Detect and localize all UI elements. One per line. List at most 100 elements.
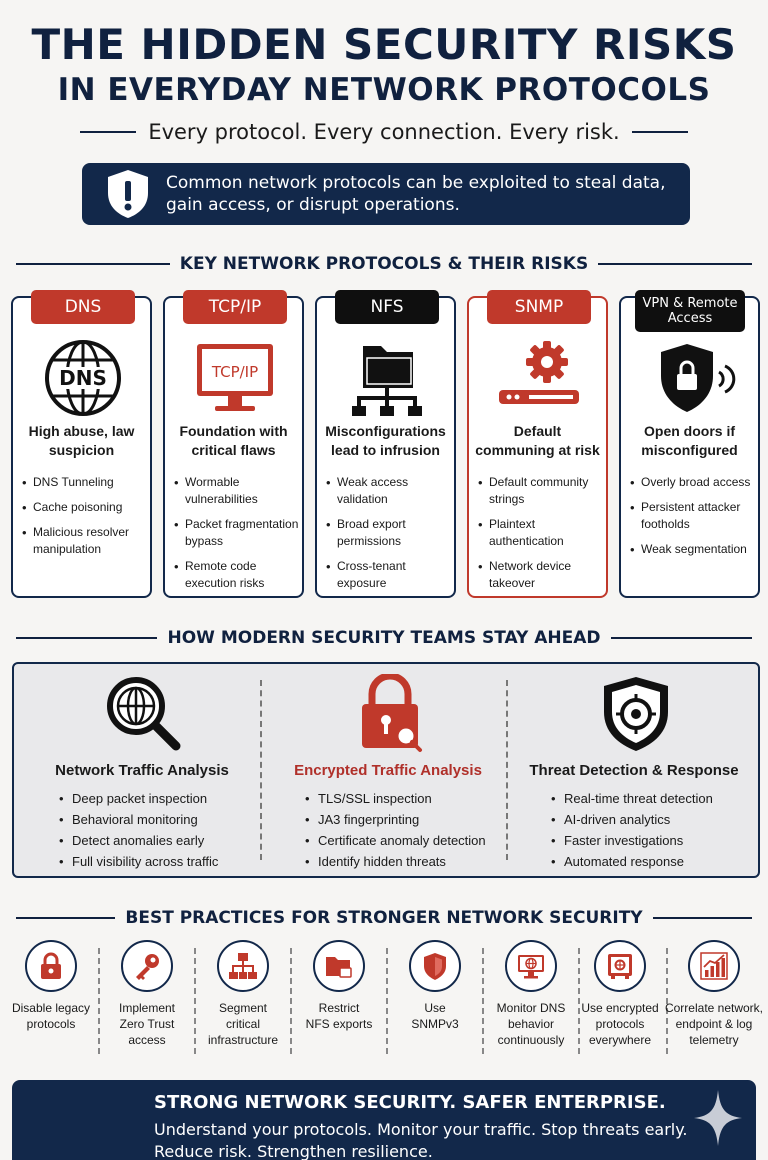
monitor-icon: TCP/IP xyxy=(197,344,273,411)
globe-label: DNS xyxy=(59,366,107,390)
practice-item: Use encrypted protocols everywhere xyxy=(572,940,668,1060)
list-item: Behavioral monitoring xyxy=(58,809,218,830)
key-icon xyxy=(121,940,173,992)
list-item: Cache poisoning xyxy=(21,499,149,516)
divider xyxy=(98,948,100,1054)
list-item: Cross-tenant exposure xyxy=(325,558,453,592)
team-column-encrypted: Encrypted Traffic Analysis TLS/SSL inspe… xyxy=(268,664,508,876)
magnifier-globe-icon xyxy=(107,677,181,751)
list-item: Remote code execution risks xyxy=(173,558,301,592)
practice-label: Disable legacy protocols xyxy=(6,1000,96,1032)
list-item: Deep packet inspection xyxy=(58,788,218,809)
label-line: Implement xyxy=(118,1001,176,1015)
label-line: Restrict xyxy=(318,1001,360,1015)
practice-item: Restrict NFS exports xyxy=(294,940,384,1060)
label-line: NFS exports xyxy=(305,1017,373,1031)
folder-lock-icon xyxy=(313,940,365,992)
banner-line: gain access, or disrupt operations. xyxy=(166,195,460,215)
protocol-card-vpn: VPN & Remote Access Open doors if miscon… xyxy=(619,290,760,598)
divider xyxy=(598,263,752,265)
label-line: Monitor DNS xyxy=(496,1001,566,1015)
protocol-title: Default communing at risk xyxy=(475,423,600,458)
subtitle: Every protocol. Every connection. Every … xyxy=(148,120,620,144)
protocol-title: Misconfigurations lead to infrusion xyxy=(325,423,446,458)
safe-icon xyxy=(594,940,646,992)
teams-panel: Network Traffic Analysis Deep packet ins… xyxy=(12,662,760,878)
divider xyxy=(260,680,262,860)
divider xyxy=(506,680,508,860)
label-line: Segment xyxy=(218,1001,268,1015)
team-column-threat: Threat Detection & Response Real-time th… xyxy=(514,664,754,876)
practices-heading-row: BEST PRACTICES FOR STRONGER NETWORK SECU… xyxy=(16,908,753,928)
divider xyxy=(80,131,137,133)
chart-icon xyxy=(688,940,740,992)
label-line: protocols xyxy=(26,1017,76,1031)
practice-label: Segment critical infrastructure xyxy=(198,1000,288,1048)
footer-line: Understand your protocols. Monitor your … xyxy=(154,1120,688,1139)
practice-label: Monitor DNS behavior continuously xyxy=(484,1000,578,1048)
label-line: access xyxy=(128,1033,166,1047)
list-item: Detect anomalies early xyxy=(58,830,218,851)
team-title: Threat Detection & Response xyxy=(529,762,739,779)
team-column-traffic: Network Traffic Analysis Deep packet ins… xyxy=(22,664,262,876)
list-item: Broad export permissions xyxy=(325,516,453,550)
protocol-title: Foundation with critical flaws xyxy=(179,423,288,458)
label-line: telemetry xyxy=(689,1033,739,1047)
practice-item: Implement Zero Trust access xyxy=(102,940,192,1060)
label-line: critical xyxy=(225,1017,260,1031)
protocol-tag: TCP/IP xyxy=(183,290,287,324)
list-item: Weak segmentation xyxy=(629,541,757,558)
team-title: Encrypted Traffic Analysis xyxy=(294,762,482,779)
list-item: DNS Tunneling xyxy=(21,474,149,491)
protocol-bullets: Overly broad access Persistent attacker … xyxy=(629,474,757,566)
protocol-tag: NFS xyxy=(335,290,439,324)
subtitle-row: Every protocol. Every connection. Every … xyxy=(80,120,688,144)
list-item: Wormable vulnerabilities xyxy=(173,474,301,508)
hierarchy-icon xyxy=(217,940,269,992)
list-item: Packet fragmentation bypass xyxy=(173,516,301,550)
divider xyxy=(652,917,753,919)
list-item: AI-driven analytics xyxy=(550,809,713,830)
divider xyxy=(16,263,170,265)
label-line: SNMPv3 xyxy=(411,1017,459,1031)
practice-label: Implement Zero Trust access xyxy=(102,1000,192,1048)
divider xyxy=(16,917,116,919)
divider xyxy=(666,948,668,1054)
list-item: Automated response xyxy=(550,851,713,872)
label-line: continuously xyxy=(497,1033,565,1047)
monitor-label: TCP/IP xyxy=(211,363,258,381)
label-line: Correlate network, xyxy=(664,1001,764,1015)
protocol-bullets: Wormable vulnerabilities Packet fragment… xyxy=(173,474,301,600)
protocol-card-tcpip: TCP/IP TCP/IP Foundation with critical f… xyxy=(163,290,304,600)
footer-line: Reduce risk. Strengthen resilience. xyxy=(154,1142,433,1160)
list-item: Default community strings xyxy=(477,474,605,508)
practice-label: Use encrypted protocols everywhere xyxy=(572,1000,668,1048)
protocol-card-nfs: NFS Misconfigurations lead to infrusion … xyxy=(315,290,456,600)
main-title-line1: THE HIDDEN SECURITY RISKS xyxy=(31,20,737,69)
banner-text: Common network protocols can be exploite… xyxy=(166,172,665,216)
practice-label: Use SNMPv3 xyxy=(390,1000,480,1032)
protocol-bullets: DNS Tunneling Cache poisoning Malicious … xyxy=(21,474,149,566)
protocol-bullets: Weak access validation Broad export perm… xyxy=(325,474,453,600)
protocol-title: Open doors if misconfigured xyxy=(641,423,738,458)
protocols-heading: KEY NETWORK PROTOCOLS & THEIR RISKS xyxy=(179,254,589,274)
protocols-heading-row: KEY NETWORK PROTOCOLS & THEIR RISKS xyxy=(16,254,752,274)
practice-item: Correlate network, endpoint & log teleme… xyxy=(662,940,766,1060)
label-line: infrastructure xyxy=(207,1033,279,1047)
protocol-tag: VPN & Remote Access xyxy=(635,290,745,332)
list-item: Weak access validation xyxy=(325,474,453,508)
folder-network-icon xyxy=(352,346,422,416)
practice-item: Segment critical infrastructure xyxy=(198,940,288,1060)
footer-banner: STRONG NETWORK SECURITY. SAFER ENTERPRIS… xyxy=(12,1080,756,1160)
divider xyxy=(386,948,388,1054)
list-item: Certificate anomaly detection xyxy=(304,830,486,851)
gear-router-icon xyxy=(499,341,579,404)
banner-line: Common network protocols can be exploite… xyxy=(166,173,666,193)
list-item: Overly broad access xyxy=(629,474,757,491)
protocol-card-dns: DNS DNS High abuse, law suspicion DNS Tu… xyxy=(11,290,152,598)
shield-lock-icon xyxy=(661,344,736,412)
practice-label: Correlate network, endpoint & log teleme… xyxy=(662,1000,766,1048)
team-bullets: Real-time threat detection AI-driven ana… xyxy=(550,788,713,872)
list-item: Network device takeover xyxy=(477,558,605,592)
globe-icon: DNS xyxy=(45,340,121,416)
